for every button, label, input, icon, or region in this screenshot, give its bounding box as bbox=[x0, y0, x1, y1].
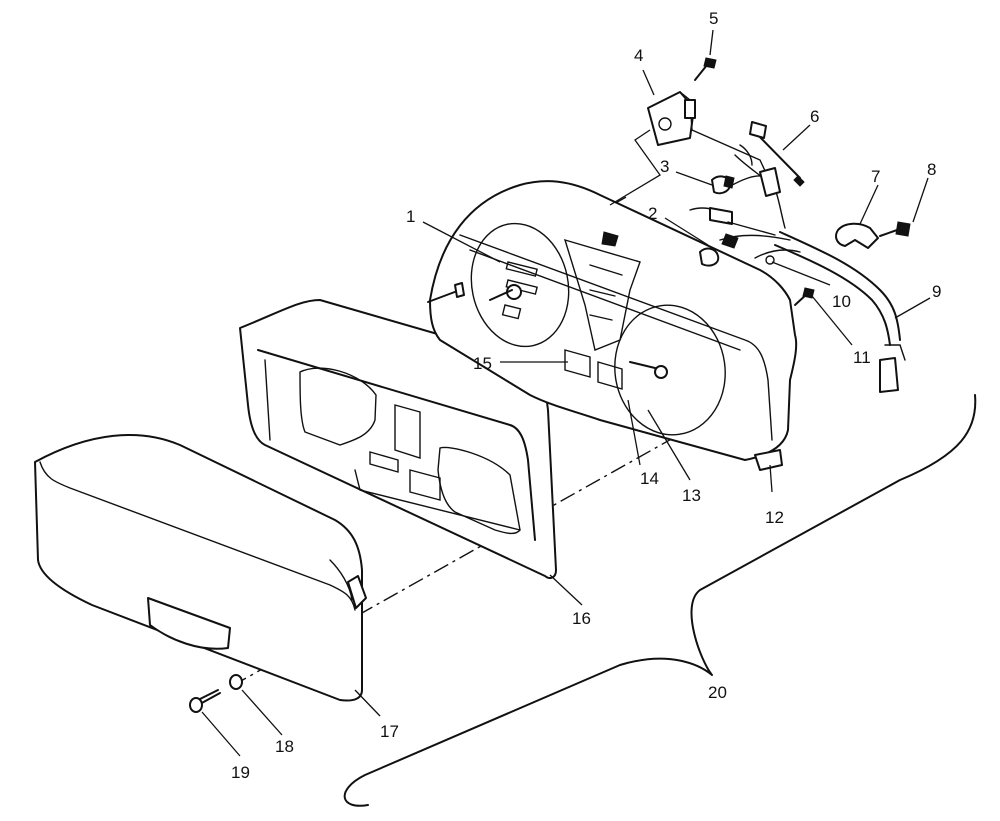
screw-8 bbox=[879, 221, 911, 237]
callout-13: 13 bbox=[682, 486, 701, 505]
callout-labels: 1 2 3 4 5 6 7 8 9 10 11 12 13 14 15 16 1… bbox=[231, 9, 941, 782]
lens-frame bbox=[239, 299, 557, 579]
callout-1: 1 bbox=[406, 207, 415, 226]
callout-6: 6 bbox=[810, 107, 819, 126]
callout-2: 2 bbox=[648, 204, 657, 223]
callout-16: 16 bbox=[572, 609, 591, 628]
callout-20: 20 bbox=[708, 683, 727, 702]
callout-8: 8 bbox=[927, 160, 936, 179]
callout-17: 17 bbox=[380, 722, 399, 741]
bulb-3 bbox=[711, 175, 735, 195]
assembly-bracket bbox=[343, 394, 977, 807]
washer-18 bbox=[229, 674, 243, 690]
leader-lines bbox=[201, 29, 931, 757]
callout-9: 9 bbox=[932, 282, 941, 301]
screw-5 bbox=[694, 57, 717, 81]
lamp-cable-6 bbox=[691, 121, 805, 187]
screw-19 bbox=[189, 689, 221, 713]
wiring-harness bbox=[689, 144, 906, 393]
callout-10: 10 bbox=[832, 292, 851, 311]
callout-14: 14 bbox=[640, 469, 659, 488]
callout-11: 11 bbox=[853, 348, 871, 367]
screw-11 bbox=[794, 287, 815, 306]
callout-4: 4 bbox=[634, 46, 643, 65]
callout-5: 5 bbox=[709, 9, 718, 28]
callout-15: 15 bbox=[473, 354, 492, 373]
callout-12: 12 bbox=[765, 508, 784, 527]
callout-3: 3 bbox=[660, 157, 669, 176]
outer-cover bbox=[34, 433, 367, 702]
callout-19: 19 bbox=[231, 763, 250, 782]
callout-18: 18 bbox=[275, 737, 294, 756]
speed-sensor bbox=[647, 91, 696, 146]
clamp-7 bbox=[835, 222, 879, 249]
callout-7: 7 bbox=[871, 167, 880, 186]
bulb-2 bbox=[699, 233, 739, 267]
